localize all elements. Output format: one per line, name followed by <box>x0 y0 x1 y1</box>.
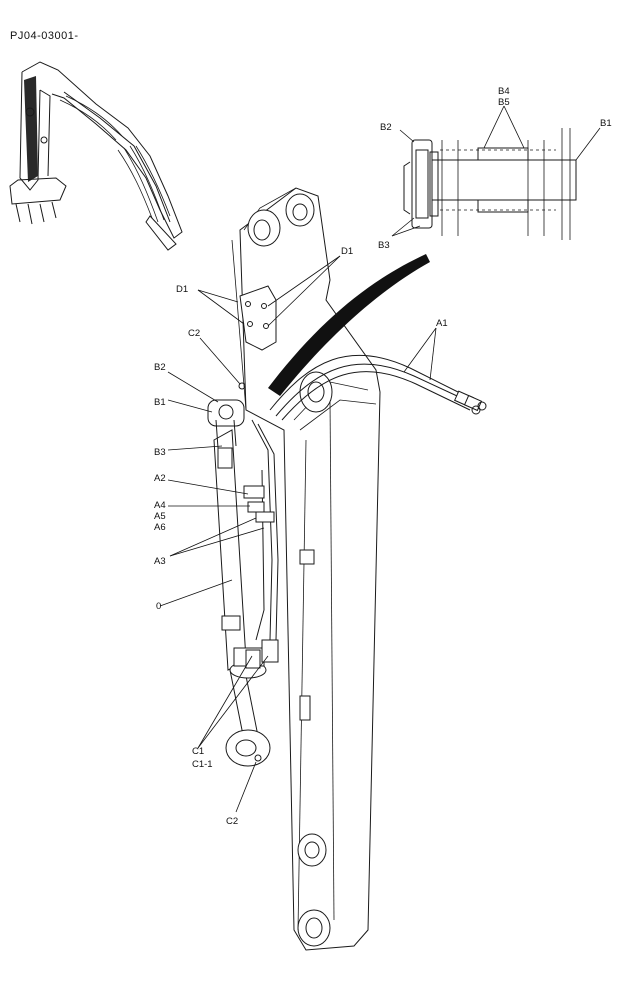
callout-A4: A4 <box>154 500 166 511</box>
callout-C1-1: C1-1 <box>192 759 213 770</box>
callout-B3: B3 <box>154 447 166 458</box>
callout-C2-bottom: C2 <box>226 816 238 827</box>
callout-B1-inset: B1 <box>600 118 612 129</box>
callout-B3-inset: B3 <box>378 240 390 251</box>
leader-lines <box>159 255 437 813</box>
arm-assembly-icon <box>207 187 487 951</box>
callout-B5: B5 <box>498 97 510 108</box>
callout-A2: A2 <box>154 473 166 484</box>
excavator-thumbnail-icon <box>9 61 183 251</box>
callout-B4: B4 <box>498 86 510 97</box>
callout-B1: B1 <box>154 397 166 408</box>
callout-C1: C1 <box>192 746 204 757</box>
callout-B2-inset: B2 <box>380 122 392 133</box>
callout-A3: A3 <box>154 556 166 567</box>
callout-A5: A5 <box>154 511 166 522</box>
callout-0: 0 <box>156 601 161 612</box>
pin-detail-inset-icon <box>391 105 601 240</box>
callout-D1-left: D1 <box>176 284 188 295</box>
callout-B2: B2 <box>154 362 166 373</box>
callout-D1-right: D1 <box>341 246 353 257</box>
callout-A1: A1 <box>436 318 448 329</box>
document-code: PJ04-03001- <box>10 30 79 42</box>
callout-C2-top: C2 <box>188 328 200 339</box>
callout-A6: A6 <box>154 522 166 533</box>
